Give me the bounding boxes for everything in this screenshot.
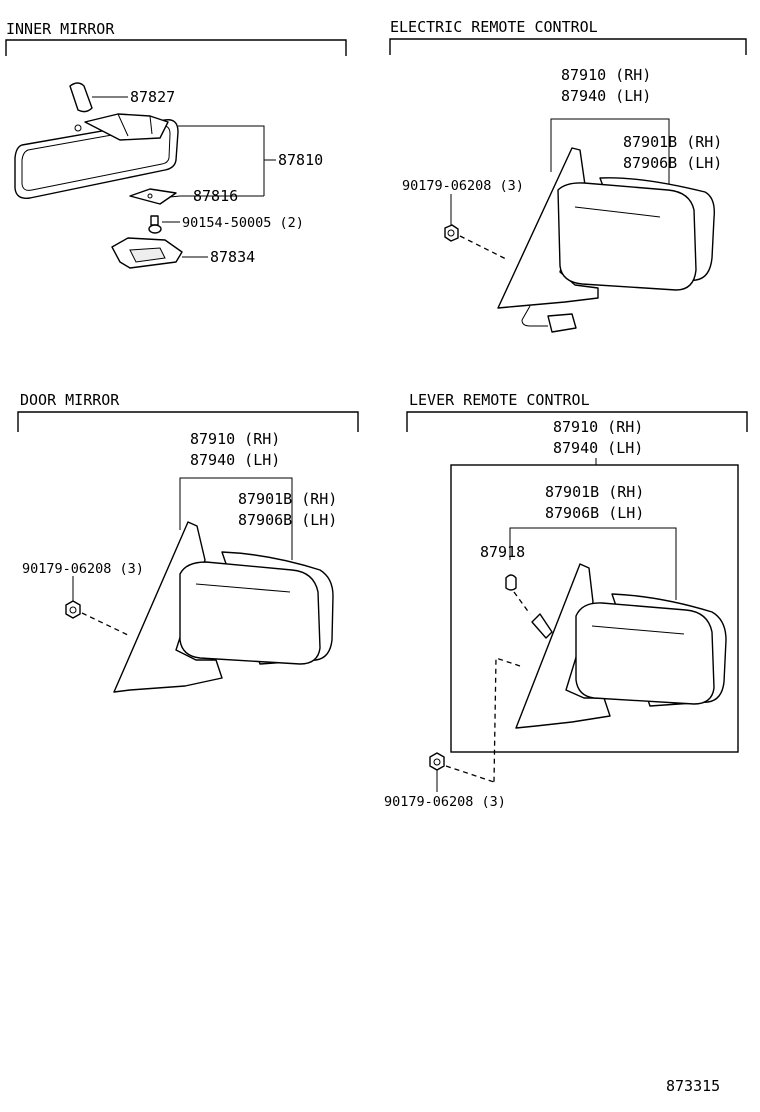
lever-remote-title: LEVER REMOTE CONTROL: [409, 391, 590, 409]
lever-remote-bracket: [406, 411, 748, 432]
electric-remote-section: ELECTRIC REMOTE CONTROL 87910 (RH) 87940…: [389, 18, 747, 333]
lever-mirror-assembly: [515, 563, 727, 729]
screw-part: [148, 215, 162, 234]
mirror-cover-part: [69, 82, 93, 113]
electric-screw-part: [444, 224, 459, 242]
lever-assembly-frame: [450, 464, 739, 753]
label-87918[interactable]: 87918: [480, 543, 525, 561]
label-87901b-rh-electric[interactable]: 87901B (RH): [623, 133, 722, 151]
inner-mirror-bracket: [5, 39, 347, 56]
label-87910-rh-lever[interactable]: 87910 (RH): [553, 418, 643, 436]
stay-plate-part: [129, 188, 181, 205]
figure-number: 873315: [666, 1077, 720, 1095]
label-87906b-lh-electric[interactable]: 87906B (LH): [623, 154, 722, 172]
electric-remote-bracket: [389, 38, 747, 55]
label-87906b-lh-door[interactable]: 87906B (LH): [238, 511, 337, 529]
door-mirror-assembly: [113, 521, 334, 693]
base-cover-part: [111, 237, 183, 269]
label-87901b-rh-lever[interactable]: 87901B (RH): [545, 483, 644, 501]
label-90179-lever[interactable]: 90179-06208 (3): [384, 794, 506, 810]
electric-mirror-assembly: [497, 147, 715, 333]
label-87906b-lh-lever[interactable]: 87906B (LH): [545, 504, 644, 522]
lever-knob-part: [505, 574, 517, 591]
door-mirror-title: DOOR MIRROR: [20, 391, 120, 409]
electric-remote-title: ELECTRIC REMOTE CONTROL: [390, 18, 598, 36]
label-90179-door[interactable]: 90179-06208 (3): [22, 561, 144, 577]
label-87816[interactable]: 87816: [193, 187, 238, 205]
label-90154[interactable]: 90154-50005 (2): [182, 215, 304, 231]
door-screw-part: [65, 600, 81, 619]
inner-mirror-title: INNER MIRROR: [6, 20, 115, 38]
door-mirror-bracket: [17, 411, 359, 432]
lever-screw-part: [429, 752, 445, 771]
label-87910-rh-electric[interactable]: 87910 (RH): [561, 66, 651, 84]
label-87827[interactable]: 87827: [130, 88, 175, 106]
inner-mirror-part: [14, 113, 179, 199]
label-87901b-rh-door[interactable]: 87901B (RH): [238, 490, 337, 508]
label-87810[interactable]: 87810: [278, 151, 323, 169]
label-87834[interactable]: 87834: [210, 248, 255, 266]
label-87910-rh-door[interactable]: 87910 (RH): [190, 430, 280, 448]
label-90179-electric[interactable]: 90179-06208 (3): [402, 178, 524, 194]
label-87940-lh-door[interactable]: 87940 (LH): [190, 451, 280, 469]
door-mirror-section: DOOR MIRROR 87910 (RH) 87940 (LH) 87901B…: [17, 391, 359, 693]
inner-mirror-section: INNER MIRROR 87827 87810 87816: [5, 20, 347, 269]
label-87940-lh-electric[interactable]: 87940 (LH): [561, 87, 651, 105]
label-87940-lh-lever[interactable]: 87940 (LH): [553, 439, 643, 457]
lever-remote-section: LEVER REMOTE CONTROL 87910 (RH) 87940 (L…: [384, 391, 748, 810]
